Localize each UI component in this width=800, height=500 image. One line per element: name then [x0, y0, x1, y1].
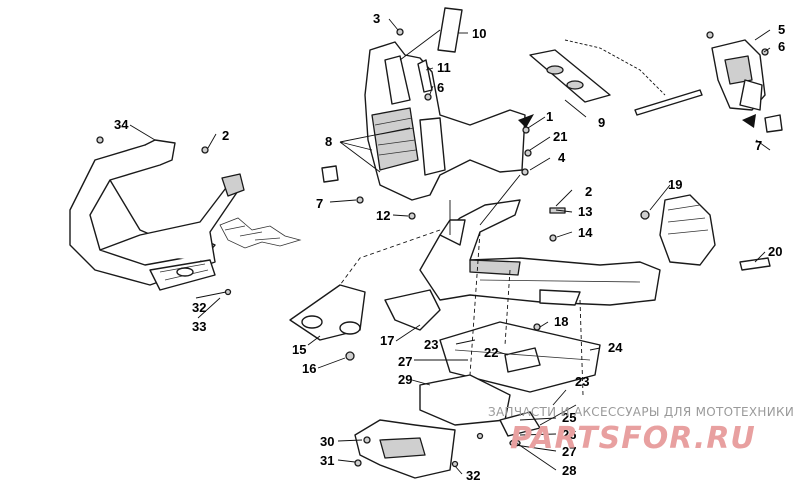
callout-3: 3 [373, 11, 380, 26]
steering-support [289, 284, 366, 341]
callout-labels: 1 2 2 3 4 5 6 6 7 7 8 9 10 11 12 13 14 1… [114, 11, 785, 483]
callout-24: 24 [608, 340, 623, 355]
side-bracket [659, 194, 771, 271]
arrow-marker-1 [518, 114, 534, 128]
callout-6a: 6 [437, 80, 444, 95]
rubber-pad-right [764, 114, 783, 133]
callout-32b: 32 [466, 468, 480, 483]
watermark-logo: PARTSFOR.RU [510, 421, 756, 456]
front-bulkhead [364, 41, 526, 201]
callout-26: 26 [562, 427, 576, 442]
callout-34: 34 [114, 117, 129, 132]
callout-14: 14 [578, 225, 593, 240]
callout-23a: 23 [424, 337, 438, 352]
lower-bracket [354, 419, 456, 479]
callout-9: 9 [598, 115, 605, 130]
callout-21: 21 [553, 129, 567, 144]
callout-23b: 23 [575, 374, 589, 389]
callout-28: 28 [562, 463, 576, 478]
callout-18: 18 [554, 314, 568, 329]
callout-4: 4 [558, 150, 566, 165]
callout-2a: 2 [222, 128, 229, 143]
callout-10: 10 [472, 26, 486, 41]
skid-plate [439, 321, 601, 393]
callout-16: 16 [302, 361, 316, 376]
mirror-plate [399, 7, 463, 61]
gasket-strip [417, 59, 433, 93]
watermark-caption: ЗАПЧАСТИ И АКСЕССУАРЫ ДЛЯ МОТОТЕХНИКИ [488, 405, 794, 419]
callout-17: 17 [380, 333, 394, 348]
callout-5: 5 [778, 22, 785, 37]
fasteners [96, 28, 769, 468]
callout-30: 30 [320, 434, 334, 449]
long-bolt [634, 89, 703, 116]
leader-lines [129, 18, 771, 475]
callout-31: 31 [320, 453, 334, 468]
callout-29: 29 [398, 372, 412, 387]
callout-8: 8 [325, 134, 332, 149]
callout-12: 12 [376, 208, 390, 223]
main-frame [384, 199, 661, 331]
callout-19: 19 [668, 177, 682, 192]
callout-25: 25 [562, 410, 576, 425]
right-mount-bracket [711, 39, 766, 111]
callout-1: 1 [546, 109, 553, 124]
callout-22: 22 [484, 345, 498, 360]
front-bumper [69, 139, 245, 291]
watermark: ЗАПЧАСТИ И АКСЕССУАРЫ ДЛЯ МОТОТЕХНИКИ PA… [488, 405, 794, 456]
rubber-pad-left [321, 165, 339, 183]
torn-section [219, 217, 302, 249]
callout-27b: 27 [562, 444, 576, 459]
callout-2b: 2 [585, 184, 592, 199]
callout-33: 33 [192, 319, 206, 334]
callout-15: 15 [292, 342, 306, 357]
callout-32a: 32 [192, 300, 206, 315]
clip-set [499, 411, 541, 447]
arrow-marker-2 [742, 114, 756, 128]
callout-27a: 27 [398, 354, 412, 369]
callout-13: 13 [578, 204, 592, 219]
callout-20: 20 [768, 244, 782, 259]
callout-7a: 7 [316, 196, 323, 211]
callout-11: 11 [437, 60, 451, 75]
callout-7b: 7 [755, 138, 762, 153]
cross-bracket [529, 39, 666, 103]
callout-6b: 6 [778, 39, 785, 54]
